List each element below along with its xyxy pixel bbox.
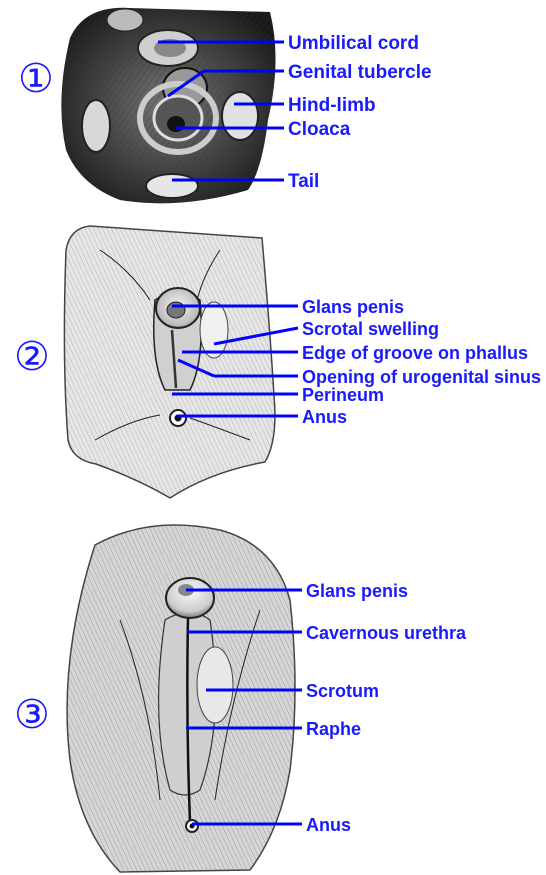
panel-3-illustration xyxy=(67,525,295,872)
label-perineum: Perineum xyxy=(302,385,384,405)
panel-2: ② Glans penis Scrotal swelling Edge of g… xyxy=(14,226,541,498)
label-urogenital-sinus: Opening of urogenital sinus xyxy=(302,367,541,387)
panel-3: ③ Glans penis Cavernous urethra Scrotum … xyxy=(14,525,467,872)
label-cavernous-urethra: Cavernous urethra xyxy=(306,623,467,643)
label-genital-tubercle: Genital tubercle xyxy=(288,62,432,83)
label-umbilical-cord: Umbilical cord xyxy=(288,33,419,54)
label-scrotum: Scrotum xyxy=(306,681,379,701)
label-glans-penis-3: Glans penis xyxy=(306,581,408,601)
label-anus-2: Anus xyxy=(302,407,347,427)
panel-2-number: ② xyxy=(14,334,50,380)
label-scrotal-swelling: Scrotal swelling xyxy=(302,319,439,339)
label-cloaca: Cloaca xyxy=(288,119,351,140)
label-tail: Tail xyxy=(288,171,319,192)
label-glans-penis-2: Glans penis xyxy=(302,297,404,317)
panel-1: ① Umbilical cord Genital tubercle Hind-l… xyxy=(18,8,432,204)
label-edge-of-groove: Edge of groove on phallus xyxy=(302,343,528,363)
panel-1-illustration xyxy=(61,8,275,204)
label-anus-3: Anus xyxy=(306,815,351,835)
panel-3-number: ③ xyxy=(14,692,50,738)
label-raphe: Raphe xyxy=(306,719,361,739)
label-hind-limb: Hind-limb xyxy=(288,95,376,116)
panel-1-number: ① xyxy=(18,56,54,102)
panel-2-illustration xyxy=(64,226,275,498)
